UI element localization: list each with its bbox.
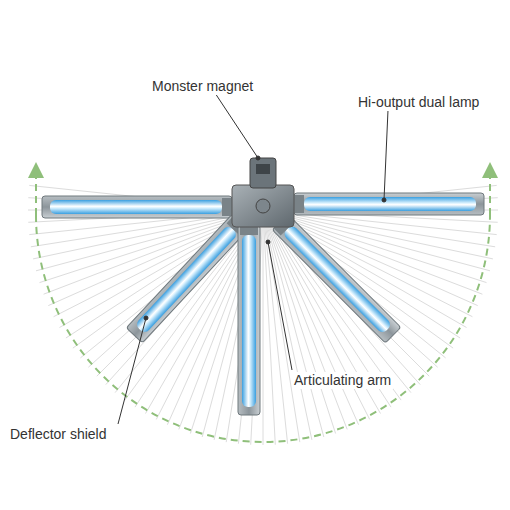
- light-ray: [263, 210, 429, 376]
- light-ray: [238, 210, 263, 444]
- part-label: Monster magnet: [150, 78, 255, 95]
- light-ray: [48, 210, 263, 306]
- hub: [232, 158, 294, 227]
- dual-lamp-arm: [238, 225, 260, 415]
- sweep-arc: [36, 215, 490, 442]
- sweep-arrow: [35, 170, 37, 215]
- light-rays: [28, 185, 498, 445]
- light-ray: [80, 210, 263, 358]
- part-label: Articulating arm: [292, 372, 393, 389]
- light-ray: [44, 210, 263, 294]
- dual-lamp-arm: [294, 193, 484, 215]
- dual-lamp-arm: [42, 196, 232, 218]
- light-ray: [263, 210, 264, 445]
- light-ray: [263, 210, 275, 445]
- dual-lamp-arm: [272, 214, 401, 343]
- light-ray: [263, 210, 411, 393]
- sweep-arrow: [489, 170, 491, 215]
- part-label: Deflector shield: [8, 426, 109, 443]
- part-label: Hi-output dual lamp: [356, 94, 481, 111]
